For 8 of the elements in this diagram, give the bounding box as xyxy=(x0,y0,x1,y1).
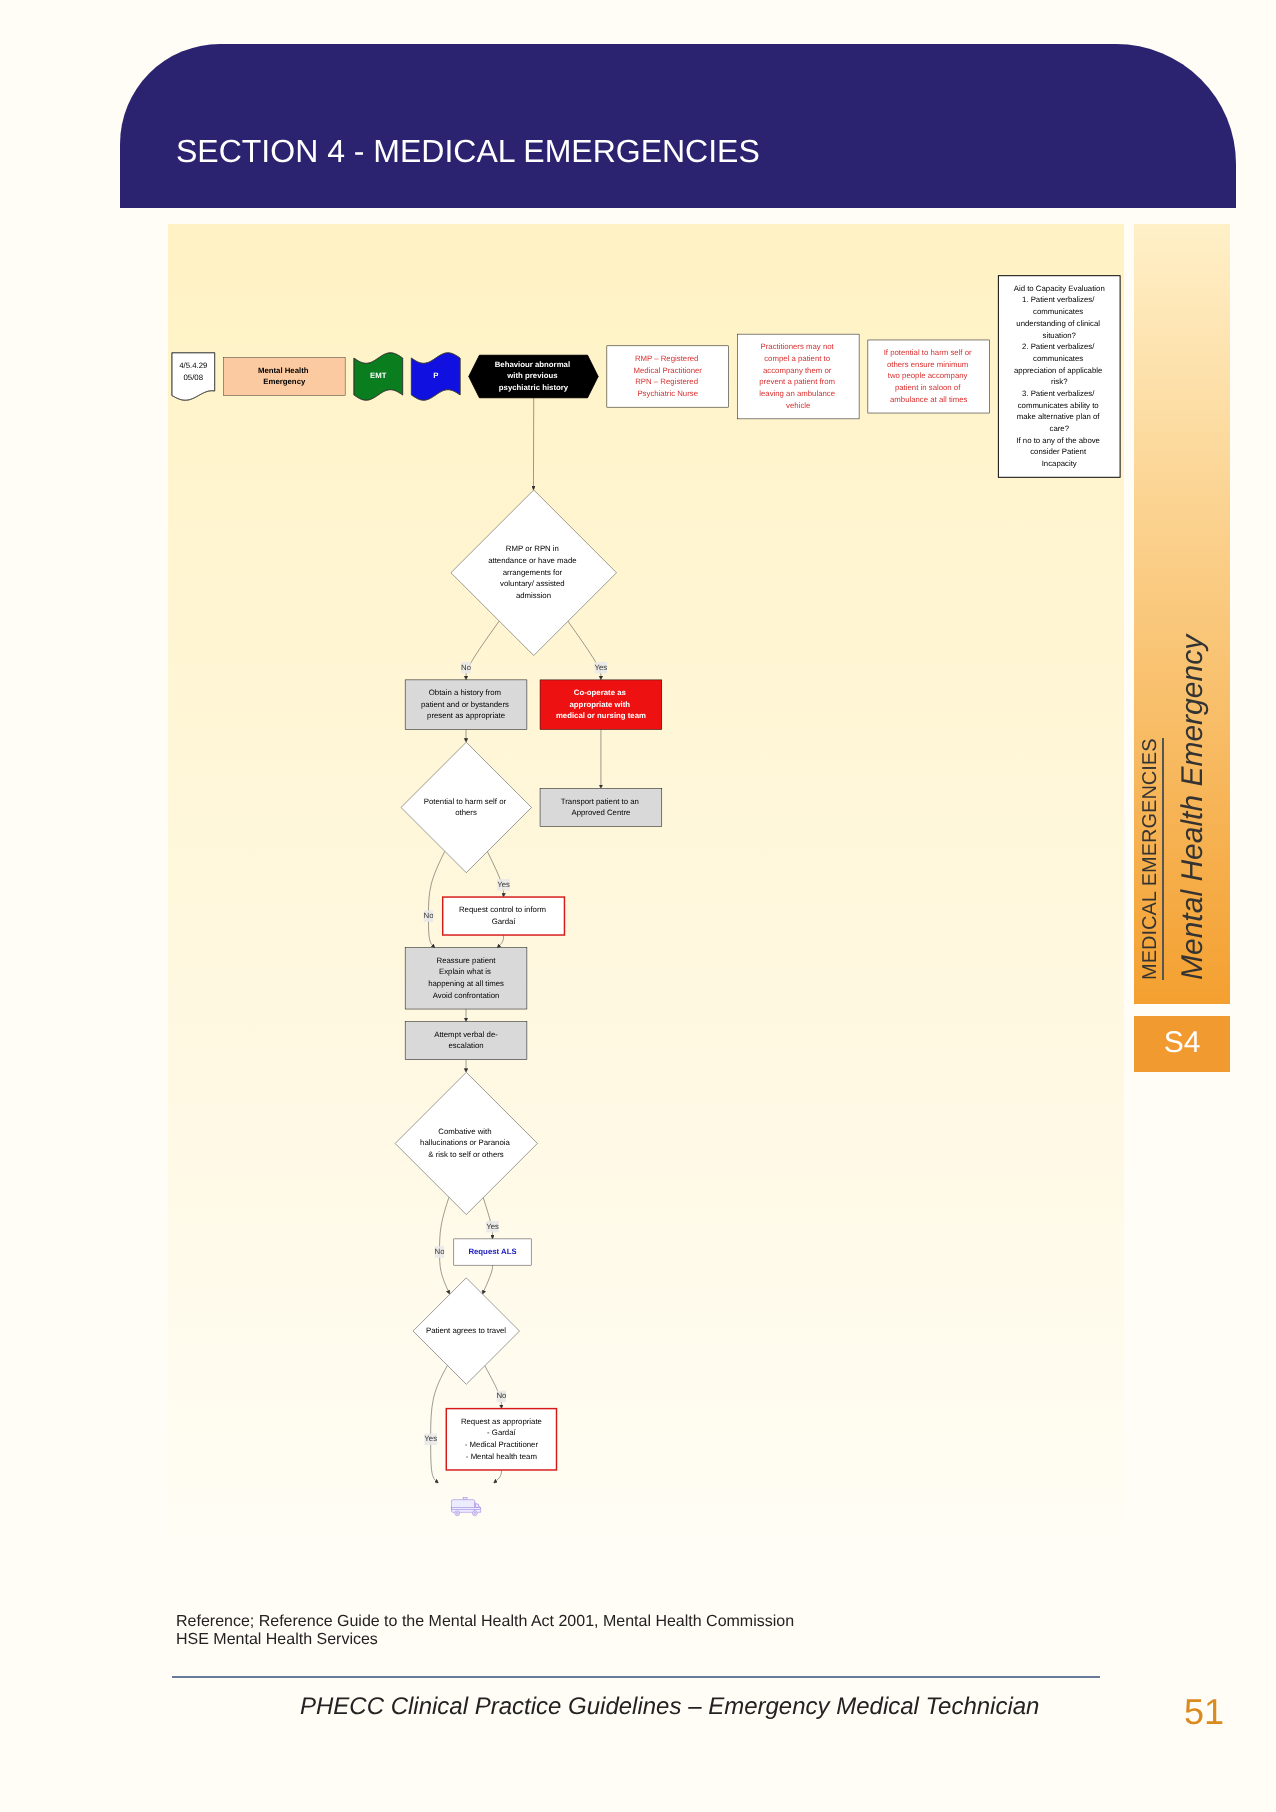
section-heading: SECTION 4 - MEDICAL EMERGENCIES xyxy=(176,136,760,172)
page-number: 51 xyxy=(1184,1692,1225,1734)
reference-note: Reference; Reference Guide to the Mental Health Act 2001, Mental Health Commission xyxy=(176,1612,795,1630)
section-label: MEDICAL EMERGENCIES xyxy=(1140,738,1164,980)
footer-text: PHECC Clinical Practice Guidelines – Emergency Medical Technician xyxy=(300,1692,1040,1720)
section-tab: S4 xyxy=(1134,1016,1230,1072)
chapter-label: Mental Health Emergency xyxy=(1176,634,1210,980)
reference-note: HSE Mental Health Services xyxy=(176,1630,378,1648)
